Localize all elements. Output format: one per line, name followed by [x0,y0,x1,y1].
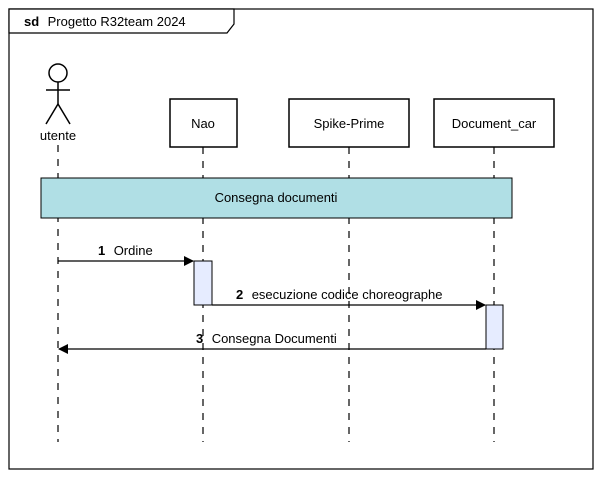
actor-label: utente [40,128,76,143]
activation-nao [193,260,213,306]
frame-border [8,8,594,470]
message-3-text: Consegna Documenti [212,331,337,346]
message-2-number: 2 [236,287,243,302]
frame-title-tab [8,8,235,34]
participant-nao-label: Nao [191,116,215,131]
participant-document-car-label: Document_car [452,116,537,131]
fragment-box [40,177,513,219]
message-3-label: 3 Consegna Documenti [196,330,337,347]
participant-spike-prime-label: Spike-Prime [314,116,385,131]
message-2-label: 2 esecuzione codice choreographe [236,286,443,303]
frame-keyword: sd [24,14,39,29]
participant-document-car-box [433,98,555,148]
message-1-label: 1 Ordine [98,242,153,259]
frame-title: sd Progetto R32team 2024 [24,13,186,30]
fragment-label: Consegna documenti [215,190,338,205]
message-1-number: 1 [98,243,105,258]
message-2-text: esecuzione codice choreographe [252,287,443,302]
message-3-number: 3 [196,331,203,346]
participant-spike-prime-box [288,98,410,148]
actor-icon [45,63,71,125]
activation-document-car [485,304,504,350]
participant-nao-box [169,98,238,148]
frame-title-text: Progetto R32team 2024 [48,14,186,29]
message-1-text: Ordine [114,243,153,258]
